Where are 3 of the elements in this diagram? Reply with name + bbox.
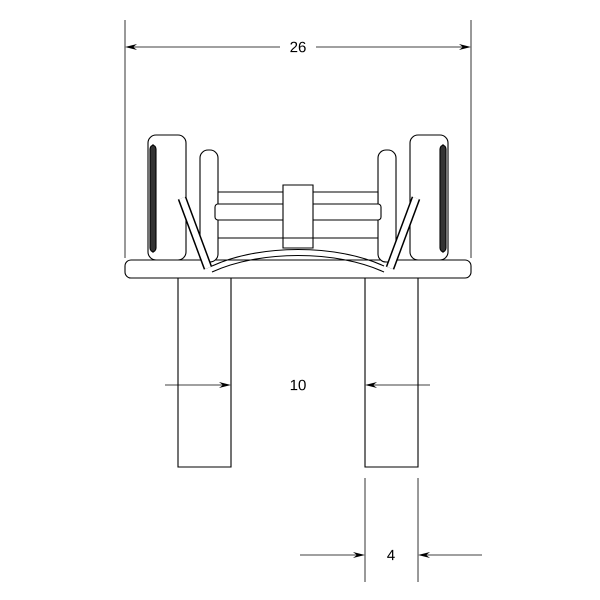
dimension-text: 26 <box>290 42 306 52</box>
dimension-text: 10 <box>290 380 306 390</box>
dimension-text: 4 <box>387 550 395 560</box>
